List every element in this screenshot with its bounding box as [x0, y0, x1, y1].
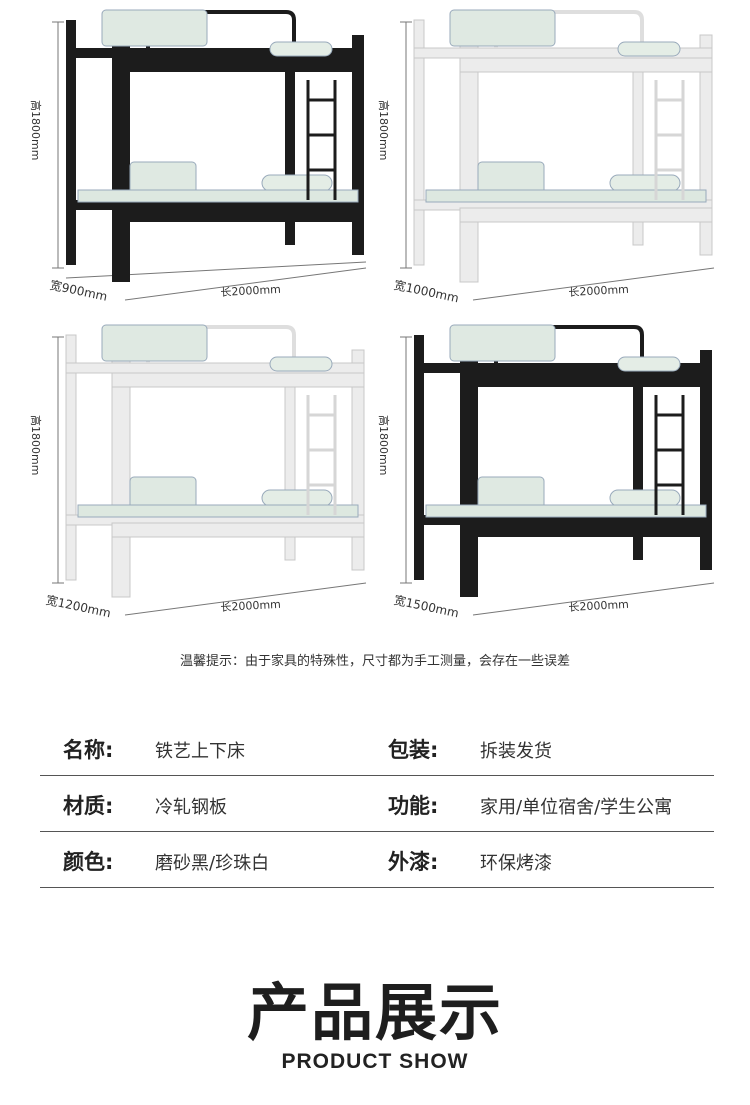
spec-value-name: 铁艺上下床	[155, 741, 245, 762]
spec-value-color: 磨砂黑/珍珠白	[155, 853, 270, 874]
spec-value-paint: 环保烤漆	[480, 853, 552, 874]
spec-key-color: 颜色:	[63, 850, 114, 874]
spec-value-function: 家用/单位宿舍/学生公寓	[480, 797, 673, 818]
height-label: 高1800mm	[29, 100, 42, 161]
bed-panel-black-1500: 高1800mm 宽1500mm 长2000mm	[377, 315, 723, 625]
height-label: 高1800mm	[377, 100, 390, 161]
spec-key-material: 材质:	[63, 794, 114, 818]
spec-key-name: 名称:	[63, 738, 114, 762]
spec-value-material: 冷轧钢板	[155, 797, 227, 818]
bed-panel-black-900: 高1800mm 宽900mm 长2000mm	[29, 0, 375, 310]
height-label: 高1800mm	[377, 415, 390, 476]
measurement-notice: 温馨提示：由于家具的特殊性，尺寸都为手工测量，会存在一些误差	[179, 654, 570, 669]
spec-row-name: 名称: 铁艺上下床 包装: 拆装发货	[40, 720, 714, 776]
length-label: 长2000mm	[568, 282, 630, 299]
bunk-bed-image	[400, 324, 715, 616]
spec-key-packaging: 包装:	[388, 738, 439, 762]
spec-value-packaging: 拆装发货	[480, 741, 552, 762]
length-label: 长2000mm	[568, 597, 630, 614]
bunk-bed-image	[52, 324, 367, 616]
bunk-bed-image	[52, 9, 367, 301]
bed-panel-white-1200: 高1800mm 宽1200mm 长2000mm	[29, 315, 375, 625]
length-label: 长2000mm	[220, 597, 282, 614]
length-label: 长2000mm	[220, 282, 282, 299]
height-label: 高1800mm	[29, 415, 42, 476]
spec-key-function: 功能:	[388, 794, 439, 818]
spec-key-paint: 外漆:	[388, 850, 439, 874]
spec-row-material: 材质: 冷轧钢板 功能: 家用/单位宿舍/学生公寓	[40, 776, 714, 832]
bed-panel-white-1000: 高1800mm 宽1000mm 长2000mm	[377, 0, 723, 310]
spec-row-color: 颜色: 磨砂黑/珍珠白 外漆: 环保烤漆	[40, 832, 714, 888]
section-title-en: PRODUCT SHOW	[281, 1050, 469, 1073]
bunk-bed-image	[400, 9, 715, 301]
section-title-cn: 产品展示	[246, 976, 503, 1049]
